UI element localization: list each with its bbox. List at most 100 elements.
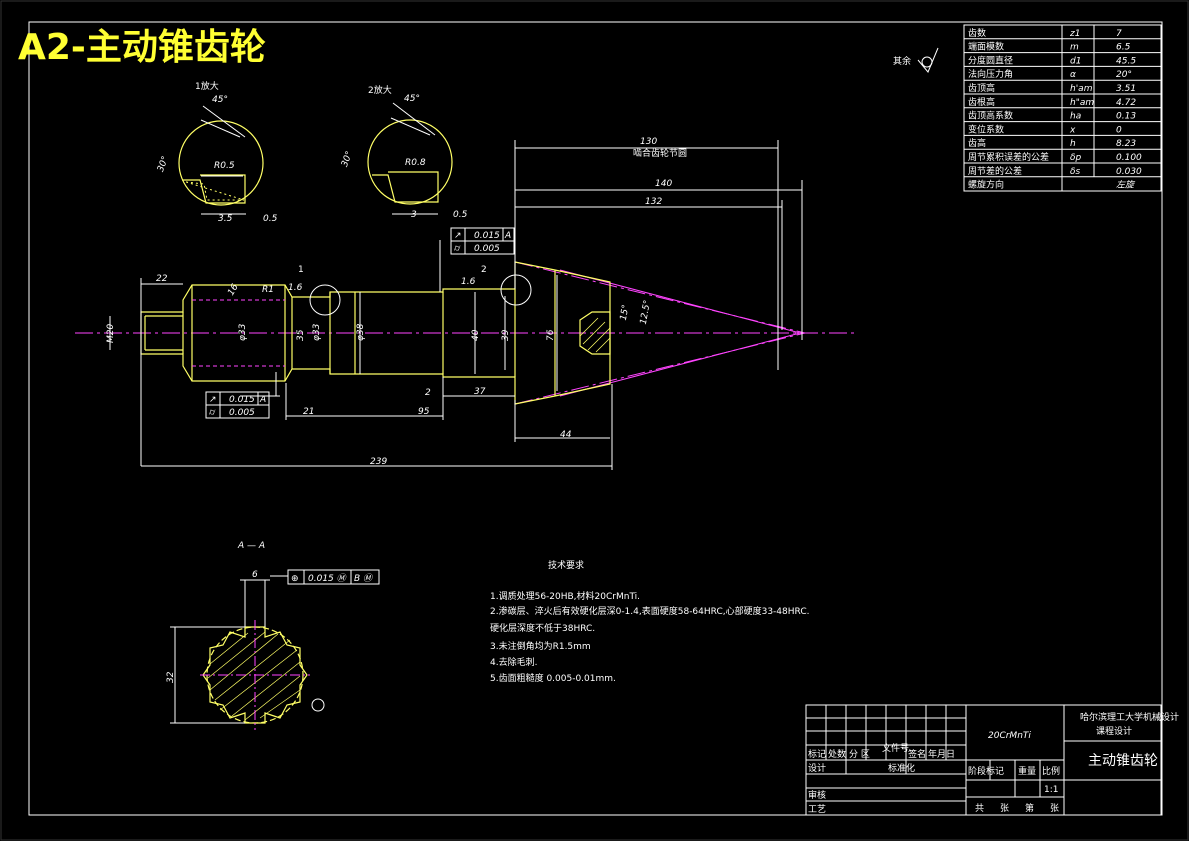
- param-value: 左旋: [1116, 180, 1136, 191]
- param-name: 法向压力角: [968, 68, 1013, 80]
- dim-angle-15: 15°: [619, 304, 632, 321]
- dim-130: 130: [640, 137, 657, 147]
- param-symbol: h: [1070, 139, 1076, 149]
- tolerance-frame-left: ↗ 0.015 A ⌭ 0.005: [205, 391, 270, 419]
- detail-2-label: 2放大: [368, 84, 392, 96]
- param-name: 螺旋方向: [968, 179, 1004, 191]
- param-name: 周节差的公差: [968, 165, 1022, 177]
- param-name: 齿顶高系数: [968, 110, 1013, 122]
- tb-std: 标准化: [888, 762, 915, 774]
- surface-mark-label: 其余: [893, 55, 911, 67]
- tol-top-val2: 0.005: [474, 244, 500, 254]
- detail-view-1: 1放大 45° 30° R0.5 3.5 0.5: [156, 80, 278, 224]
- detail-2-width: 3: [411, 210, 417, 220]
- param-symbol: δp: [1070, 153, 1082, 163]
- dim-2: 2: [425, 388, 431, 398]
- param-symbol: ha: [1070, 112, 1081, 122]
- tb-weight: 重量: [1018, 765, 1036, 777]
- tol-top-sym1: ↗: [454, 231, 462, 241]
- dim-140: 140: [655, 179, 672, 189]
- dim-132: 132: [645, 197, 662, 207]
- dim-c16b: 1.6: [461, 277, 476, 287]
- param-value: 7: [1116, 29, 1122, 39]
- detail-2-angle2: 30°: [340, 150, 355, 168]
- detail-view-2: 2放大 45° 30° R0.8 3 0.5: [340, 84, 468, 220]
- param-name: 变位系数: [968, 123, 1004, 135]
- callout-2: 2: [481, 265, 487, 275]
- tb-zone: 分 区: [849, 749, 870, 760]
- tb-design: 设计: [808, 762, 826, 774]
- dim-21: 21: [303, 407, 314, 417]
- tb-check: 审核: [808, 789, 826, 801]
- detail-2-angle: 45°: [404, 94, 420, 104]
- tb-sheet-unit: 张: [1000, 803, 1009, 814]
- dim-phi33b: φ33: [312, 323, 322, 341]
- tb-doc: 文件号: [882, 742, 909, 754]
- roughness-symbol-icon: [917, 47, 939, 73]
- dim-76: 76: [546, 329, 556, 341]
- tb-sign: 签名: [908, 748, 926, 760]
- notes-line-1: 1.调质处理56-20HB,材料20CrMnTi.: [490, 590, 640, 602]
- param-symbol: z1: [1069, 29, 1080, 39]
- title-block: 标记 处数 分 区 文件号 签名 年月日 设计 标准化 审核 工艺 20CrMn…: [805, 704, 1179, 816]
- tol-top-ref1: A: [504, 231, 511, 241]
- dim-22: 22: [156, 274, 168, 284]
- section-label: A — A: [237, 541, 265, 551]
- dim-phi33: φ33: [238, 323, 248, 341]
- section-a-a: A — A 6 32 ⊕ 0.01: [166, 541, 380, 730]
- detail-1-width: 3.5: [218, 214, 233, 224]
- param-value: 45.5: [1116, 56, 1136, 66]
- param-symbol: d1: [1070, 56, 1081, 66]
- tb-school2: 课程设计: [1096, 725, 1132, 737]
- param-value: 0: [1116, 125, 1122, 135]
- param-name: 齿顶高: [968, 82, 995, 94]
- detail-2-width2: 0.5: [453, 210, 468, 220]
- dim-130-note: 啮合齿轮节圆: [633, 147, 687, 159]
- param-symbol: α: [1070, 70, 1076, 80]
- tol-top-sym2: ⌭: [454, 244, 461, 254]
- notes-line-6: 5.齿面粗糙度 0.005-0.01mm.: [490, 672, 616, 684]
- tolerance-frame-top: ↗ 0.015 A ⌭ 0.005: [450, 227, 515, 255]
- tb-part-name: 主动锥齿轮: [1088, 753, 1158, 769]
- param-value: 0.100: [1116, 153, 1142, 163]
- callout-1: 1: [298, 265, 304, 275]
- notes-line-5: 4.去除毛刺.: [490, 656, 537, 668]
- detail-1-angle2: 30°: [156, 155, 171, 173]
- drawing-title: A2-主动锥齿轮: [18, 27, 266, 68]
- detail-1-label: 1放大: [195, 80, 219, 92]
- notes-line-4: 3.未注倒角均为R1.5mm: [490, 640, 591, 652]
- dim-37: 37: [474, 387, 486, 397]
- dim-m20: M20: [106, 324, 116, 343]
- detail-1-radius: R0.5: [214, 161, 235, 171]
- section-dim-height: 32: [166, 671, 176, 683]
- detail-2-radius: R0.8: [405, 158, 426, 168]
- notes-heading: 技术要求: [548, 559, 584, 571]
- dim-95: 95: [418, 407, 430, 417]
- param-value: 0.030: [1116, 167, 1142, 177]
- inner-border: [28, 21, 1163, 816]
- param-name: 齿根高: [968, 96, 995, 108]
- param-value: 3.51: [1116, 84, 1136, 94]
- tol-left-val2: 0.005: [229, 408, 255, 418]
- technical-notes: 技术要求 1.调质处理56-20HB,材料20CrMnTi. 2.渗碳层、淬火后…: [490, 559, 809, 684]
- tol-section-val: 0.015 Ⓜ: [308, 573, 348, 584]
- tb-count: 处数: [828, 748, 846, 760]
- tol-left-val1: 0.015: [229, 395, 255, 405]
- tol-top-val1: 0.015: [474, 231, 500, 241]
- tb-scale: 1:1: [1044, 785, 1058, 795]
- tb-mark: 标记: [808, 748, 826, 760]
- tb-date: 年月日: [928, 748, 955, 760]
- param-name: 齿数: [968, 27, 986, 39]
- tol-section-ref: B Ⓜ: [354, 573, 374, 584]
- notes-line-3: 硬化层深度不低于38HRC.: [490, 622, 595, 634]
- tol-left-ref1: A: [259, 395, 266, 405]
- detail-1-width2: 0.5: [263, 214, 278, 224]
- dim-r1: R1: [262, 285, 274, 295]
- param-symbol: h"am: [1070, 98, 1094, 108]
- dim-39: 39: [501, 329, 511, 341]
- param-symbol: h'am: [1070, 84, 1093, 94]
- param-name: 端面模数: [968, 41, 1004, 53]
- dim-c16a: 1.6: [288, 283, 303, 293]
